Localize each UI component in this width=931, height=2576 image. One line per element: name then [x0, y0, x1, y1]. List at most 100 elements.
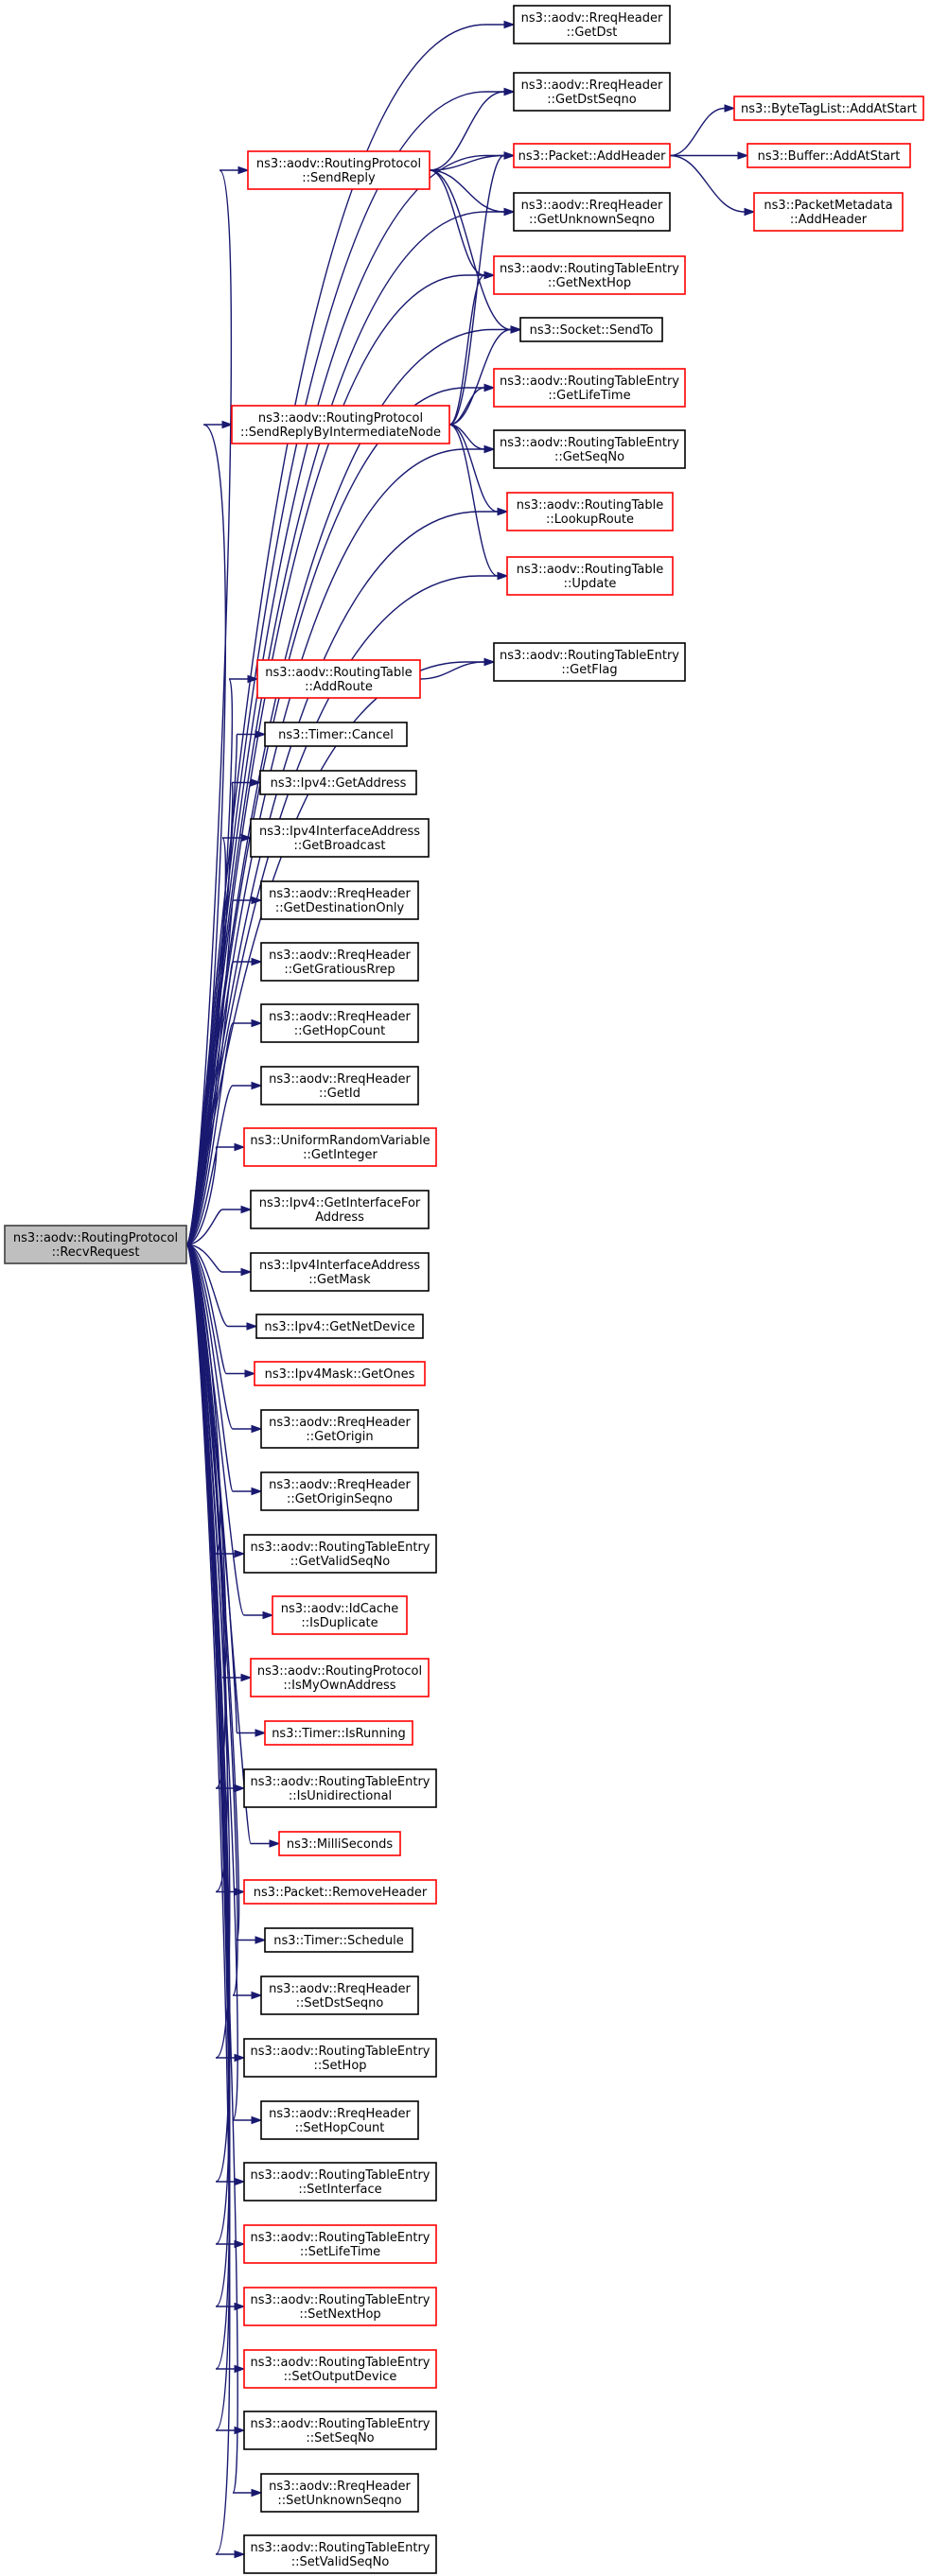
- node-label: ns3::aodv::RoutingTableEntry: [250, 2541, 430, 2555]
- node-getnexthop[interactable]: ns3::aodv::RoutingTableEntry::GetNextHop: [493, 255, 686, 295]
- arrowhead-icon: [234, 2364, 246, 2374]
- node-getid[interactable]: ns3::aodv::RreqHeader::GetId: [260, 1066, 419, 1105]
- node-ipv4getaddress[interactable]: ns3::Ipv4::GetAddress: [259, 770, 417, 795]
- arrowhead-icon: [247, 674, 259, 684]
- node-label: ::Update: [564, 577, 617, 591]
- node-setnexthop[interactable]: ns3::aodv::RoutingTableEntry::SetNextHop: [243, 2287, 437, 2326]
- arrowhead-icon: [234, 2550, 246, 2559]
- node-milliseconds[interactable]: ns3::MilliSeconds: [278, 1831, 401, 1856]
- edge-root-to-getdst: [185, 20, 516, 1245]
- node-timercancel[interactable]: ns3::Timer::Cancel: [264, 722, 408, 747]
- node-getbroadcast[interactable]: ns3::Ipv4InterfaceAddress::GetBroadcast: [250, 818, 430, 858]
- node-isunidirectional[interactable]: ns3::aodv::RoutingTableEntry::IsUnidirec…: [243, 1768, 437, 1808]
- node-setoutputdevice[interactable]: ns3::aodv::RoutingTableEntry::SetOutputD…: [243, 2349, 437, 2389]
- arrowhead-icon: [251, 2115, 263, 2125]
- node-label: ::GetValidSeqNo: [290, 1555, 390, 1569]
- arrowhead-icon: [246, 1322, 258, 1331]
- node-setinterface[interactable]: ns3::aodv::RoutingTableEntry::SetInterfa…: [243, 2162, 437, 2202]
- node-getoriginseqno[interactable]: ns3::aodv::RreqHeader::GetOriginSeqno: [260, 1471, 419, 1511]
- node-label: ::SetInterface: [298, 2183, 381, 2197]
- node-getmask[interactable]: ns3::Ipv4InterfaceAddress::GetMask: [250, 1252, 430, 1292]
- node-getunknown[interactable]: ns3::aodv::RreqHeader::GetUnknownSeqno: [513, 192, 671, 232]
- node-isduplicate[interactable]: ns3::aodv::IdCache::IsDuplicate: [272, 1595, 408, 1635]
- node-label: ns3::aodv::RoutingTableEntry: [250, 2417, 430, 2431]
- node-sendto[interactable]: ns3::Socket::SendTo: [519, 317, 663, 342]
- node-label: ::GetLifeTime: [548, 389, 630, 403]
- node-label: ns3::aodv::RoutingProtocol: [257, 1664, 422, 1679]
- node-update[interactable]: ns3::aodv::RoutingTable::Update: [506, 556, 674, 596]
- node-setvalidseqno[interactable]: ns3::aodv::RoutingTableEntry::SetValidSe…: [243, 2534, 437, 2574]
- node-label: ::GetInteger: [303, 1148, 378, 1162]
- arrowhead-icon: [240, 833, 253, 843]
- node-sendreply[interactable]: ns3::aodv::RoutingProtocol::SendReply: [247, 150, 430, 190]
- edge-sendreplyinter-to-getnexthop: [448, 270, 496, 426]
- node-bytetag[interactable]: ns3::ByteTagList::AddAtStart: [733, 96, 924, 121]
- node-label: ::IsUnidirectional: [289, 1789, 392, 1803]
- arrowhead-icon: [251, 1487, 263, 1496]
- node-setlifetime[interactable]: ns3::aodv::RoutingTableEntry::SetLifeTim…: [243, 2224, 437, 2264]
- node-removeheader[interactable]: ns3::Packet::RemoveHeader: [243, 1879, 437, 1905]
- node-getvalidseqno[interactable]: ns3::aodv::RoutingTableEntry::GetValidSe…: [243, 1534, 437, 1574]
- node-label: ::SetHop: [313, 2059, 366, 2073]
- node-getorigin[interactable]: ns3::aodv::RreqHeader::GetOrigin: [260, 1409, 419, 1449]
- arrowhead-icon: [234, 1784, 246, 1793]
- node-sendreplyinter[interactable]: ns3::aodv::RoutingProtocol::SendReplyByI…: [231, 405, 450, 444]
- node-label: ::IsMyOwnAddress: [283, 1679, 395, 1693]
- edge-addheader-to-bufferadd: [670, 151, 749, 160]
- node-isrunning[interactable]: ns3::Timer::IsRunning: [264, 1720, 413, 1746]
- arrowhead-icon: [737, 151, 749, 160]
- edge-root-to-getnetdevice: [185, 1244, 258, 1331]
- node-getgratious[interactable]: ns3::aodv::RreqHeader::GetGratiousRrep: [260, 942, 419, 982]
- node-setunknown[interactable]: ns3::aodv::RreqHeader::SetUnknownSeqno: [260, 2473, 419, 2513]
- node-label: ::GetMask: [308, 1273, 371, 1287]
- node-setseqno[interactable]: ns3::aodv::RoutingTableEntry::SetSeqNo: [243, 2411, 437, 2450]
- node-addroute[interactable]: ns3::aodv::RoutingTable::AddRoute: [256, 659, 421, 699]
- node-getseqno[interactable]: ns3::aodv::RoutingTableEntry::GetSeqNo: [493, 429, 686, 469]
- arrowhead-icon: [234, 2426, 246, 2435]
- node-setdstseqno[interactable]: ns3::aodv::RreqHeader::SetDstSeqno: [260, 1976, 419, 2015]
- arrowhead-icon: [237, 165, 250, 175]
- node-label: ::GetOriginSeqno: [287, 1492, 393, 1506]
- arrowhead-icon: [234, 1142, 246, 1152]
- node-label: ::GetDstSeqno: [547, 93, 637, 107]
- node-sethopcount[interactable]: ns3::aodv::RreqHeader::SetHopCount: [260, 2100, 419, 2140]
- node-timerschedule[interactable]: ns3::Timer::Schedule: [264, 1927, 413, 1953]
- node-getflag[interactable]: ns3::aodv::RoutingTableEntry::GetFlag: [493, 642, 686, 682]
- node-label: ::SetNextHop: [299, 2307, 380, 2322]
- node-gethopcount[interactable]: ns3::aodv::RreqHeader::GetHopCount: [260, 1003, 419, 1043]
- node-label: ns3::aodv::RreqHeader: [521, 78, 663, 93]
- node-label: ::GetHopCount: [294, 1024, 386, 1038]
- node-lookuproute[interactable]: ns3::aodv::RoutingTable::LookupRoute: [506, 492, 674, 531]
- node-pktmeta[interactable]: ns3::PacketMetadata::AddHeader: [753, 192, 904, 232]
- node-bufferadd[interactable]: ns3::Buffer::AddAtStart: [747, 143, 911, 168]
- node-label: ns3::aodv::RoutingTable: [265, 666, 412, 680]
- node-getnetdevice[interactable]: ns3::Ipv4::GetNetDevice: [255, 1314, 424, 1339]
- node-label: ns3::aodv::RoutingProtocol: [256, 157, 421, 171]
- node-getdst[interactable]: ns3::aodv::RreqHeader::GetDst: [513, 5, 671, 44]
- node-label: ns3::Ipv4::GetNetDevice: [264, 1320, 414, 1334]
- node-getlifetime[interactable]: ns3::aodv::RoutingTableEntry::GetLifeTim…: [493, 368, 686, 408]
- arrowhead-icon: [251, 1081, 263, 1090]
- node-label: ns3::aodv::RoutingTable: [517, 563, 663, 577]
- arrowhead-icon: [744, 207, 756, 217]
- node-label: ns3::aodv::RoutingTableEntry: [500, 436, 679, 450]
- node-ismyownaddress[interactable]: ns3::aodv::RoutingProtocol::IsMyOwnAddre…: [250, 1658, 430, 1697]
- node-getdestonly[interactable]: ns3::aodv::RreqHeader::GetDestinationOnl…: [260, 880, 419, 920]
- node-getones[interactable]: ns3::Ipv4Mask::GetOnes: [254, 1361, 426, 1386]
- node-sethop[interactable]: ns3::aodv::RoutingTableEntry::SetHop: [243, 2038, 437, 2078]
- node-getinteger[interactable]: ns3::UniformRandomVariable::GetInteger: [243, 1127, 437, 1167]
- node-label: ::SendReply: [302, 171, 376, 185]
- node-label: ::AddRoute: [305, 680, 373, 694]
- node-addheader[interactable]: ns3::Packet::AddHeader: [513, 143, 671, 168]
- edge-root-to-getbroadcast: [185, 833, 253, 1245]
- edge-root-to-getorigin: [185, 1244, 263, 1434]
- node-label: ns3::ByteTagList::AddAtStart: [741, 102, 917, 116]
- node-label: ::SendReplyByIntermediateNode: [240, 426, 441, 440]
- node-label: ns3::aodv::RreqHeader: [269, 2107, 411, 2121]
- edge-root-to-sendreplyinter: [185, 420, 234, 1245]
- node-getdstseqno[interactable]: ns3::aodv::RreqHeader::GetDstSeqno: [513, 72, 671, 112]
- edge-addheader-to-pktmeta: [669, 154, 756, 217]
- edge-root-to-getifacefor: [185, 1205, 253, 1245]
